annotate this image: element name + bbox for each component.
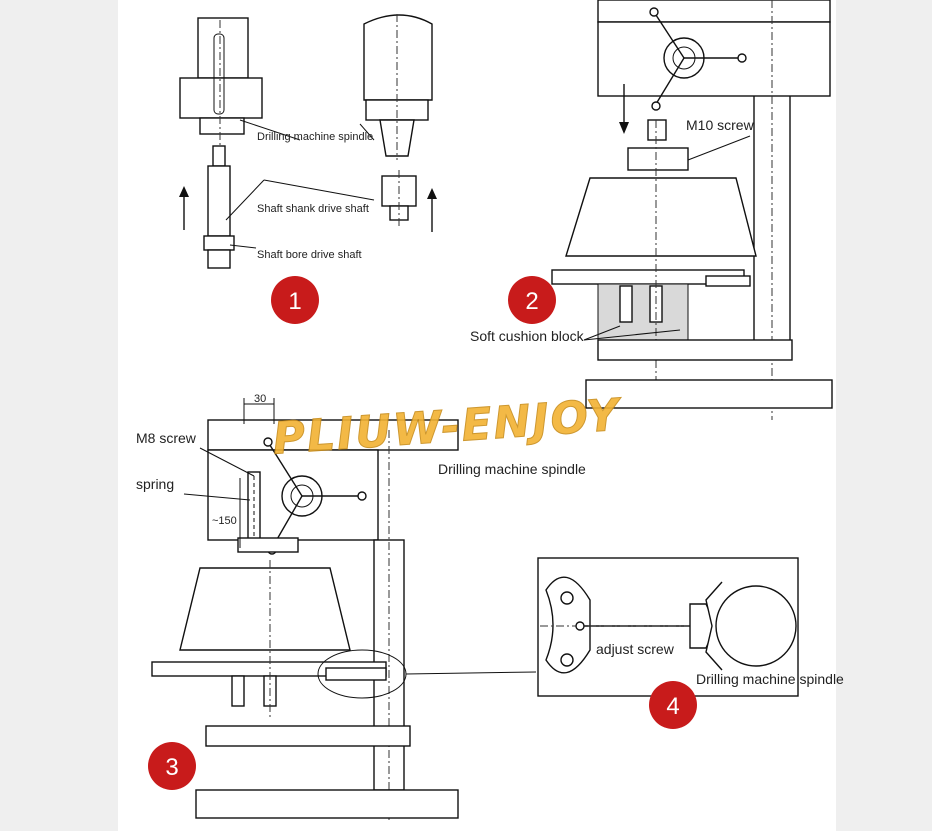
step3-badge: 3 [148,742,196,790]
step4-badge: 4 [649,681,697,729]
step2-number: 2 [525,288,538,315]
dim-30: 30 [254,393,266,405]
label-m8-screw: M8 screw [136,430,197,446]
step4-detail-box [537,557,799,697]
step1-badge: 1 [271,276,319,324]
step2-drill-press [551,0,833,420]
step1-number: 1 [288,288,301,315]
step3-drill-press [151,398,537,820]
label-spring: spring [136,476,174,492]
label-spindle-top: Drilling machine spindle [257,131,373,143]
label-bore-drive-shaft: Shaft bore drive shaft [257,249,362,261]
label-spindle-mid: Drilling machine spindle [438,461,586,477]
label-m10-screw: M10 screw [686,117,755,133]
label-spindle-detail: Drilling machine spindle [696,671,844,687]
dim-150: ~150 [212,515,237,527]
step3-number: 3 [165,754,178,781]
label-adjust-screw: adjust screw [596,641,675,657]
step1-parts [179,14,437,270]
label-shank-drive-shaft: Shaft shank drive shaft [257,203,369,215]
label-soft-cushion-block: Soft cushion block [470,328,585,344]
step4-number: 4 [666,693,679,720]
step2-badge: 2 [508,276,556,324]
